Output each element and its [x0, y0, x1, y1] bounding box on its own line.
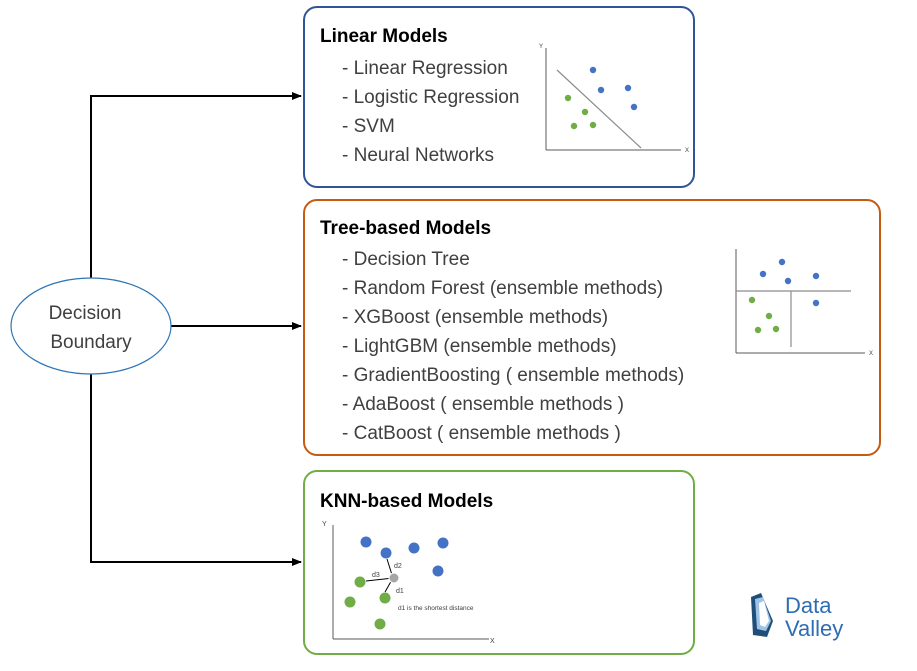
blue-point	[630, 103, 638, 111]
green-point	[581, 108, 589, 116]
linear-models-box: Linear Models Linear Regression Logistic…	[303, 6, 695, 188]
d3-label: d3	[372, 572, 380, 579]
y-axis-label: Y	[322, 521, 327, 528]
root-label-line1: Decision	[49, 303, 122, 324]
list-item: AdaBoost ( ensemble methods )	[342, 390, 684, 419]
list-item: Decision Tree	[342, 245, 684, 274]
tree-models-box: Tree-based Models Decision Tree Random F…	[303, 199, 881, 456]
list-item: GradientBoosting ( ensemble methods)	[342, 361, 685, 390]
blue-point	[812, 299, 820, 307]
x-axis-label: X	[869, 351, 873, 357]
green-point	[379, 592, 391, 604]
blue-point	[437, 537, 449, 549]
logo-text-line2: Valley	[785, 616, 844, 641]
root-label-line2: Boundary	[50, 332, 132, 353]
blue-point	[597, 86, 605, 94]
green-point	[748, 296, 756, 304]
list-item: Neural Networks	[342, 141, 522, 170]
y-axis-label: Y	[539, 44, 543, 50]
list-item: SVM	[342, 112, 522, 141]
blue-point	[778, 258, 786, 266]
knn-models-title: KNN-based Models	[320, 491, 494, 512]
list-item: LightGBM (ensemble methods)	[342, 332, 684, 361]
separating-line	[556, 69, 642, 149]
data-valley-logo: Data Valley	[745, 591, 865, 643]
knn-models-box: KNN-based Models Y X d2 d3 d1 d1 is the …	[303, 470, 695, 655]
x-axis-label: X	[490, 638, 495, 645]
green-point	[765, 312, 773, 320]
green-point	[754, 326, 762, 334]
blue-point	[360, 536, 372, 548]
query-point	[388, 572, 400, 584]
list-item: CatBoost ( ensemble methods )	[342, 419, 684, 448]
blue-point	[812, 272, 820, 280]
knn-scatter-illustration: Y X d2 d3 d1 d1 is the shortest distance	[322, 521, 495, 645]
list-item: XGBoost (ensemble methods)	[342, 303, 684, 332]
blue-point	[784, 277, 792, 285]
tree-scatter-illustration: Y X	[735, 249, 873, 357]
decision-boundary-node	[10, 277, 172, 375]
tree-models-list: Decision Tree Random Forest (ensemble me…	[342, 245, 685, 448]
blue-point	[624, 84, 632, 92]
data-valley-logo-mark	[751, 593, 773, 637]
connector-to-knn	[90, 374, 302, 566]
list-item: Random Forest (ensemble methods)	[342, 274, 684, 303]
blue-point	[432, 565, 444, 577]
list-item: Linear Regression	[342, 54, 522, 83]
linear-models-list: Linear Regression Logistic Regression SV…	[342, 54, 522, 170]
shortest-distance-note: d1 is the shortest distance	[398, 605, 474, 612]
connector-to-linear	[90, 92, 302, 280]
logo-text-line1: Data	[785, 593, 832, 618]
linear-models-title: Linear Models	[320, 26, 448, 47]
green-point	[564, 94, 572, 102]
d2-label: d2	[394, 563, 402, 570]
green-point	[344, 596, 356, 608]
linear-scatter-illustration: Y X	[539, 44, 689, 154]
blue-point	[759, 270, 767, 278]
x-axis-label: X	[685, 148, 689, 154]
blue-point	[589, 66, 597, 74]
green-point	[772, 325, 780, 333]
tree-models-title: Tree-based Models	[320, 218, 492, 239]
blue-point	[408, 542, 420, 554]
blue-point	[380, 547, 392, 559]
green-point	[354, 576, 366, 588]
distance-line-d3	[365, 577, 394, 582]
green-point	[570, 122, 578, 130]
green-point	[589, 121, 597, 129]
d1-label: d1	[396, 588, 404, 595]
green-point	[374, 618, 386, 630]
list-item: Logistic Regression	[342, 83, 522, 112]
